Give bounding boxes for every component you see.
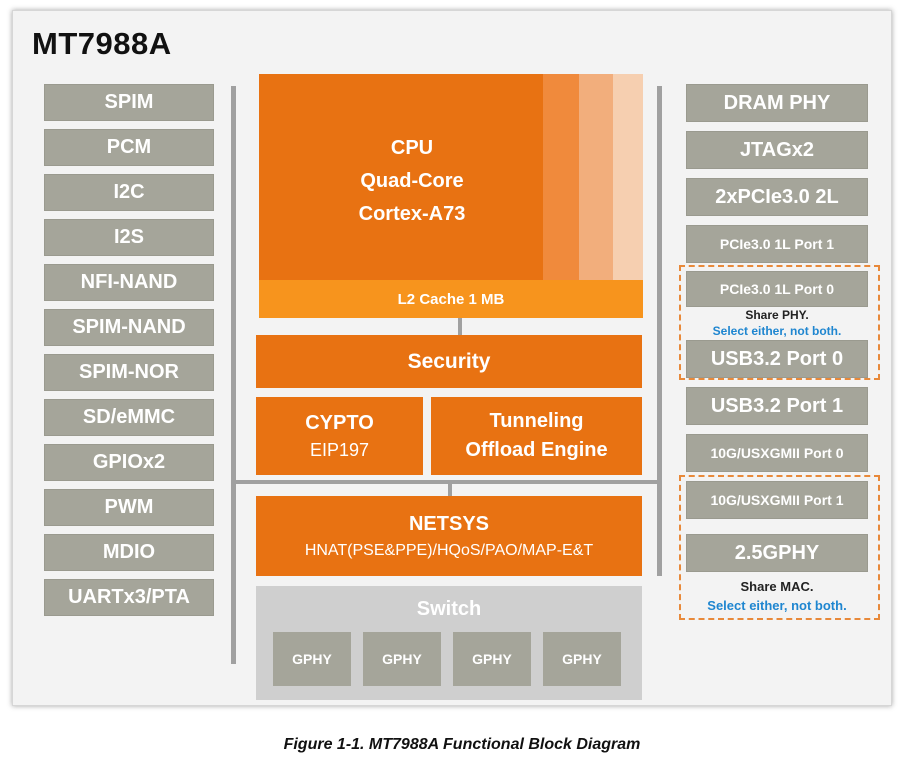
netsys-line-2: HNAT(PSE&PPE)/HQoS/PAO/MAP-E&T	[304, 542, 594, 559]
gphy-block: GPHY	[453, 632, 531, 686]
left-block-i2c: I2C	[44, 174, 214, 211]
share-mac-select-note: Select either, not both.	[707, 598, 847, 613]
cpu-line-2: Quad-Core	[360, 170, 464, 192]
security-block: Security	[256, 335, 642, 388]
cpu-core-shade-2	[579, 74, 613, 280]
left-block-sd-emmc: SD/eMMC	[44, 399, 214, 436]
right-block-dram-phy: DRAM PHY	[686, 84, 868, 122]
crypto-line-2: EIP197	[309, 440, 370, 460]
crypto-block: CYPTO EIP197	[256, 397, 423, 475]
right-block-usb-port0: USB3.2 Port 0	[686, 340, 868, 378]
bus-connector-mid	[448, 480, 452, 496]
left-bus-line	[231, 86, 236, 664]
gphy-block: GPHY	[543, 632, 621, 686]
right-block-jtag: JTAGx2	[686, 131, 868, 169]
right-bus-line	[657, 86, 662, 576]
cpu-line-3: Cortex-A73	[358, 203, 466, 225]
bus-connector-top	[233, 480, 661, 484]
share-phy-note: Share PHY.	[745, 308, 809, 322]
cpu-core-shade-1	[543, 74, 579, 280]
right-block-pcie-2l: 2xPCIe3.0 2L	[686, 178, 868, 216]
left-block-pcm: PCM	[44, 129, 214, 166]
tunneling-block: Tunneling Offload Engine	[431, 397, 642, 475]
share-phy-select-note: Select either, not both.	[712, 324, 842, 338]
tunneling-line-2: Offload Engine	[465, 439, 608, 461]
gphy-block: GPHY	[273, 632, 351, 686]
netsys-block: NETSYS HNAT(PSE&PPE)/HQoS/PAO/MAP-E&T	[256, 496, 642, 576]
right-block-2-5gphy: 2.5GPHY	[686, 534, 868, 572]
left-block-spim-nand: SPIM-NAND	[44, 309, 214, 346]
crypto-line-1: CYPTO	[305, 412, 374, 434]
right-block-10g-port1: 10G/USXGMII Port 1	[686, 481, 868, 519]
share-mac-group	[679, 475, 880, 620]
right-block-pcie-port1: PCIe3.0 1L Port 1	[686, 225, 868, 263]
left-block-gpiox2: GPIOx2	[44, 444, 214, 481]
left-block-spim: SPIM	[44, 84, 214, 121]
left-block-uart: UARTx3/PTA	[44, 579, 214, 616]
cpu-core-shade-3	[613, 74, 643, 280]
left-block-mdio: MDIO	[44, 534, 214, 571]
cpu-block: CPU Quad-Core Cortex-A73	[259, 74, 643, 280]
chip-title: MT7988A	[32, 26, 172, 61]
tunneling-line-1: Tunneling	[489, 410, 584, 432]
right-block-10g-port0: 10G/USXGMII Port 0	[686, 434, 868, 472]
left-block-nfi-nand: NFI-NAND	[44, 264, 214, 301]
left-block-spim-nor: SPIM-NOR	[44, 354, 214, 391]
switch-label: Switch	[416, 598, 482, 620]
left-block-pwm: PWM	[44, 489, 214, 526]
cpu-label: CPU Quad-Core Cortex-A73	[299, 132, 525, 231]
share-phy-group	[679, 265, 880, 380]
gphy-block: GPHY	[363, 632, 441, 686]
right-block-pcie-port0: PCIe3.0 1L Port 0	[686, 271, 868, 307]
share-mac-note: Share MAC.	[740, 579, 814, 594]
netsys-line-1: NETSYS	[408, 513, 490, 535]
bus-connector-cpu	[458, 318, 462, 335]
figure-caption: Figure 1-1. MT7988A Functional Block Dia…	[283, 736, 641, 753]
l2-cache-block: L2 Cache 1 MB	[259, 280, 643, 318]
cpu-line-1: CPU	[390, 137, 434, 159]
left-block-i2s: I2S	[44, 219, 214, 256]
right-block-usb-port1: USB3.2 Port 1	[686, 387, 868, 425]
